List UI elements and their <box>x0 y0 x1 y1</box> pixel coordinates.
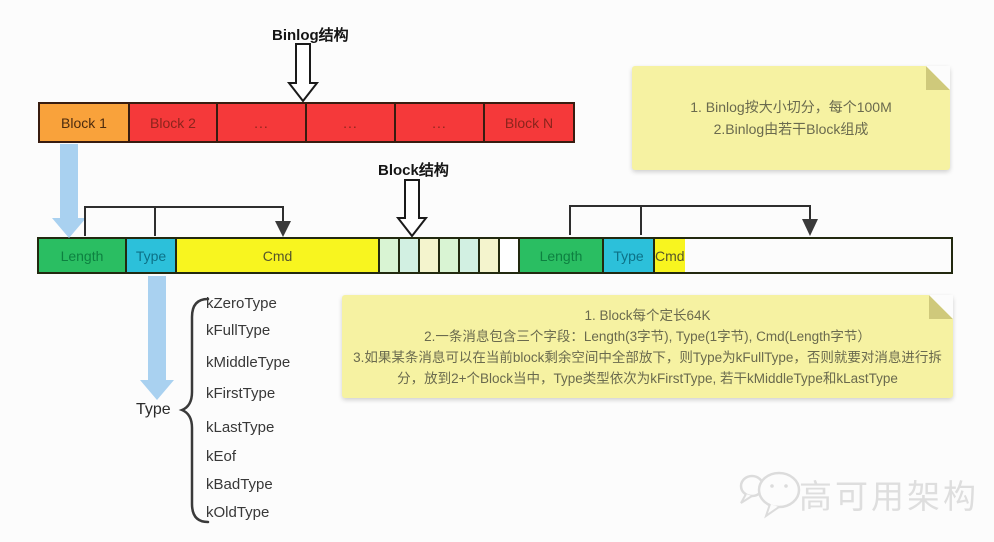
fragment-cell <box>380 239 400 272</box>
type-enum-item: kBadType <box>206 476 273 493</box>
type-enum-item: kLastType <box>206 419 275 436</box>
type-enum-label: Type <box>136 401 171 418</box>
block-1-cell: Block 1 <box>40 104 130 141</box>
type-enum-item: kEof <box>206 448 237 465</box>
binlog-blocks-row: Block 1 Block 2 ... ... ... Block N <box>38 102 575 143</box>
right-bracket-line <box>569 205 811 235</box>
note-fold-corner <box>929 295 953 319</box>
left-bracket-line <box>84 206 284 236</box>
watermark-big-bubble-tail <box>764 503 780 519</box>
fragment-cell <box>500 239 520 272</box>
note-line: 分，放到2+个Block当中，Type类型依次为kFirstType, 若干kM… <box>397 370 898 386</box>
type-enum-item: kZeroType <box>206 295 277 312</box>
binlog-note: 1. Binlog按大小切分，每个100M 2.Binlog由若干Block组成 <box>632 66 950 170</box>
note-line: 1. Binlog按大小切分，每个100M <box>690 99 892 115</box>
watermark-eye <box>770 484 774 488</box>
cmd-cell-left: Cmd <box>177 239 380 272</box>
fragment-cell <box>440 239 460 272</box>
watermark-logo-icon <box>739 471 801 519</box>
block-down-arrow-icon <box>395 179 429 238</box>
fragment-cell <box>420 239 440 272</box>
binlog-down-arrow-icon <box>286 43 320 103</box>
block-2-cell: Block 2 <box>130 104 218 141</box>
watermark-small-bubble-tail <box>740 493 753 504</box>
left-bracket-arrowhead-icon <box>275 221 291 237</box>
length-cell-right: Length <box>520 239 604 272</box>
type-enum-item: kMiddleType <box>206 354 291 371</box>
block-structure-title: Block结构 <box>378 162 449 179</box>
note-line: 2.一条消息包含三个字段：Length(3字节), Type(1字节), Cmd… <box>424 328 871 344</box>
note-line: 2.Binlog由若干Block组成 <box>713 121 869 137</box>
type-enum-item: kFullType <box>206 322 271 339</box>
note-fold-cut <box>926 66 950 90</box>
cmd-cell-right: Cmd <box>655 239 685 272</box>
block1-to-layout-arrow-icon <box>52 144 86 238</box>
block-ellipsis-cell: ... <box>307 104 396 141</box>
block-n-cell: Block N <box>485 104 573 141</box>
note-fold-corner <box>926 66 950 90</box>
right-bracket-arrowhead-icon <box>802 219 818 236</box>
fragment-cell <box>400 239 420 272</box>
type-to-enum-arrow-icon <box>140 276 174 400</box>
block-note: 1. Block每个定长64K 2.一条消息包含三个字段：Length(3字节)… <box>342 295 953 398</box>
block-ellipsis-cell: ... <box>218 104 307 141</box>
type-enum-item: kOldType <box>206 504 270 521</box>
watermark-text: 高可用架构 <box>799 478 979 515</box>
binlog-structure-title: Binlog结构 <box>272 27 349 44</box>
note-line: 1. Block每个定长64K <box>584 307 711 323</box>
fragment-cell <box>460 239 480 272</box>
type-enum-brace <box>178 297 210 524</box>
watermark-small-bubble <box>739 474 765 498</box>
watermark-eye <box>784 484 788 488</box>
fragment-cell <box>480 239 500 272</box>
note-line: 3.如果某条消息可以在当前block剩余空间中全部放下，则Type为kFullT… <box>353 349 942 365</box>
type-cell-right: Type <box>604 239 655 272</box>
type-cell-left: Type <box>127 239 177 272</box>
length-cell-left: Length <box>39 239 127 272</box>
block-ellipsis-cell: ... <box>396 104 485 141</box>
type-enum-item: kFirstType <box>206 385 276 402</box>
watermark-big-bubble <box>757 471 801 509</box>
note-fold-cut <box>929 295 953 319</box>
block-layout-row: Length Type Cmd Length Type Cmd <box>37 237 953 274</box>
